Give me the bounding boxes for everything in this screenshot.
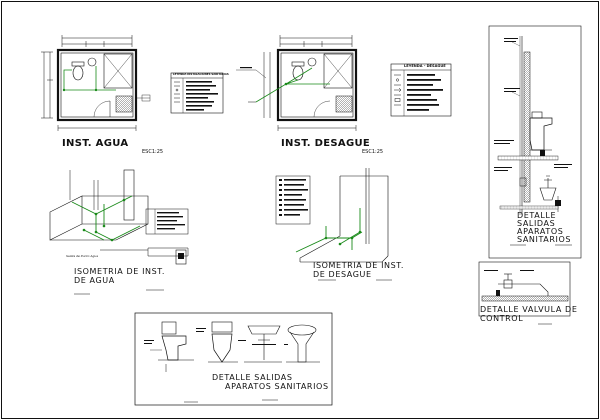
title-detalle-right-4: SANITARIOS: [517, 235, 572, 244]
title-detalle-right-2: SALIDAS: [517, 219, 556, 228]
title-detalle-right-1: DETALLE: [517, 211, 557, 220]
scale-inst-agua: ESC1:25: [142, 149, 164, 155]
legend-desague-header: LEYENDA - DESAGUE: [404, 64, 446, 68]
title-iso-desague-1: ISOMETRIA DE INST.: [313, 261, 404, 270]
title-inst-agua: INST. AGUA: [62, 138, 129, 149]
scale-inst-desague: ESC1:25: [362, 149, 384, 155]
note-salida-agua: Salida de Punto Agua: [66, 254, 99, 258]
detail-salidas-bottom: [134, 312, 333, 406]
legend-agua: [170, 72, 224, 114]
iso-desague: [275, 168, 392, 281]
title-valvula-2: CONTROL: [480, 314, 524, 323]
legend-desague: [390, 63, 452, 117]
title-iso-desague-2: DE DESAGUE: [313, 270, 372, 279]
title-detalle-salidas-2: APARATOS SANITARIOS: [225, 382, 329, 391]
detail-salidas-right: [488, 25, 582, 259]
plan-inst-desague: [236, 35, 358, 131]
legend-agua-header: LEYENDA INSTALACIONES SANITARIAS: [173, 73, 229, 76]
title-inst-desague: INST. DESAGUE: [281, 138, 371, 149]
title-iso-agua-2: DE AGUA: [74, 276, 115, 285]
iso-agua: [49, 169, 189, 295]
detail-valvula: [478, 261, 571, 325]
title-detalle-salidas-1: DETALLE SALIDAS: [212, 373, 293, 382]
title-valvula-1: DETALLE VALVULA DE: [480, 305, 578, 314]
title-detalle-right-3: APARATOS: [517, 227, 564, 236]
title-iso-agua-1: ISOMETRIA DE INST.: [74, 267, 165, 276]
plan-inst-agua: [41, 35, 151, 131]
